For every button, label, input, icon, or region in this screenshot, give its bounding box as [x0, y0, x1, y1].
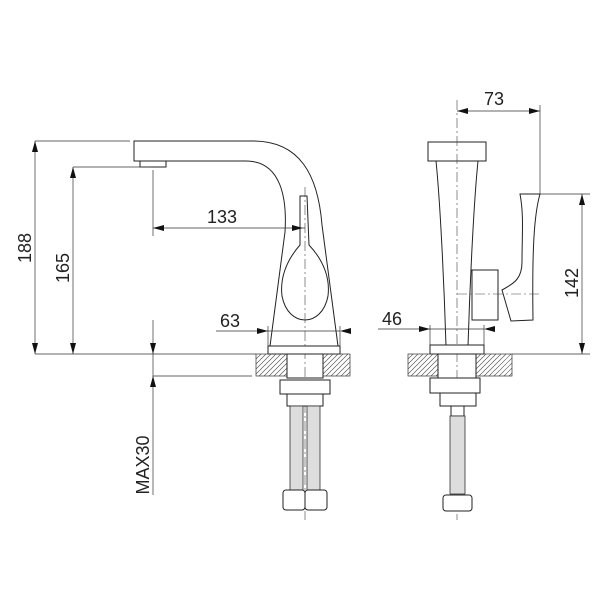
arrowhead [70, 343, 76, 354]
arrowhead [419, 326, 430, 332]
dim-73: 73 [484, 89, 504, 109]
hatch-line [255, 353, 272, 370]
hatch-line [335, 361, 351, 377]
hatch-line [263, 353, 287, 377]
hatch-line [415, 353, 439, 377]
hatch-line [255, 353, 262, 360]
arrowhead [292, 225, 303, 231]
hatch-line [475, 353, 492, 370]
hatch-line [258, 353, 282, 377]
hose-nut [442, 494, 473, 512]
hatch-line [498, 362, 513, 377]
arrowhead [484, 326, 495, 332]
hatch-line [268, 357, 288, 377]
arrowhead [32, 343, 38, 354]
hatch-line [425, 363, 439, 377]
hatch-line [322, 353, 329, 360]
hatch-line [340, 366, 351, 377]
dim-188: 188 [15, 233, 35, 263]
hose [306, 405, 321, 491]
hatch-line [478, 353, 502, 377]
arrowhead [579, 194, 585, 205]
side-view: 188 165 133 63 MAX30 [15, 140, 351, 520]
arrowhead [150, 343, 156, 354]
hatch-line [420, 358, 439, 377]
hatch-line [483, 353, 507, 377]
handle-hub [471, 269, 499, 321]
hose-nut [304, 489, 328, 511]
arrowhead [32, 141, 38, 152]
dim-142: 142 [562, 268, 582, 298]
hose [289, 405, 304, 491]
hatch-line [322, 353, 334, 365]
mounting-nut [279, 379, 331, 395]
hatch-line [488, 353, 512, 377]
dim-max30: MAX30 [133, 435, 153, 494]
arrowhead [529, 108, 540, 114]
arrowhead [150, 376, 156, 387]
aerator [139, 160, 167, 168]
hose-nut [282, 489, 306, 511]
arrowhead [579, 343, 585, 354]
hatch-line [430, 368, 439, 377]
hatch-line [278, 367, 288, 377]
arrowhead [457, 108, 468, 114]
front-view: 73 46 142 [378, 89, 590, 520]
dimension-arrows [32, 108, 585, 387]
dim-46: 46 [382, 309, 402, 329]
shank [286, 353, 324, 379]
arrowhead [257, 328, 268, 334]
hatch-line [475, 353, 482, 360]
hatch-line [345, 371, 351, 377]
hatch-line [407, 353, 424, 370]
counter-section [255, 353, 351, 377]
hatch-line [407, 353, 429, 375]
hatch-line [330, 356, 351, 377]
arrowhead [70, 167, 76, 178]
hatch-line [255, 353, 277, 375]
base-plate [429, 344, 485, 355]
hatch-line [410, 353, 434, 377]
arrowhead [340, 328, 351, 334]
hatch-line [493, 357, 513, 377]
arrowhead [153, 225, 164, 231]
hatch-line [325, 353, 349, 377]
hatch-line [407, 353, 414, 360]
hatch-line [322, 353, 339, 370]
hatch-line [508, 372, 513, 377]
hatch-line [475, 353, 487, 365]
hatch-line [255, 353, 267, 365]
dim-63: 63 [220, 311, 240, 331]
hatch-line [475, 353, 497, 375]
hatch-line [407, 353, 419, 365]
hatch-line [273, 362, 288, 377]
handle-lever [501, 193, 541, 322]
hatch-line [503, 367, 513, 377]
dim-133: 133 [207, 207, 237, 227]
dim-165: 165 [53, 253, 73, 283]
base-plate [267, 345, 341, 355]
mounting-nut [429, 377, 481, 394]
hatch-line [322, 353, 344, 375]
hose [449, 415, 466, 495]
counter-section [407, 353, 513, 377]
